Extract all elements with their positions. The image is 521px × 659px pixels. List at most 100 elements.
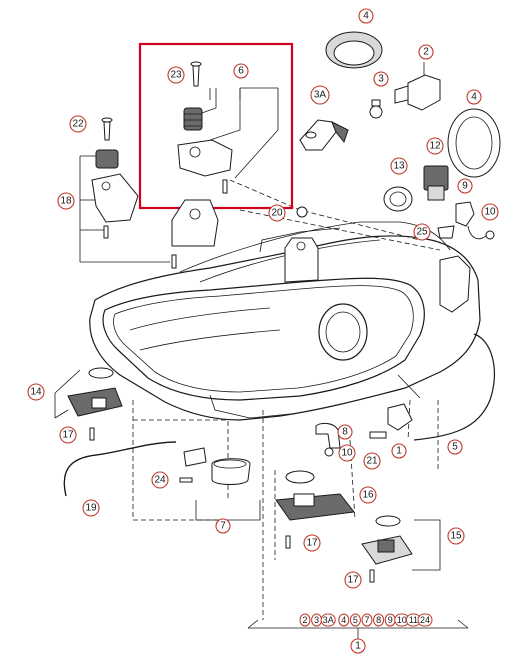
center-bracket	[171, 199, 219, 269]
callout-22: 22	[69, 115, 87, 133]
part-20-screw	[296, 206, 308, 218]
svg-text:24: 24	[154, 475, 166, 486]
svg-text:17: 17	[62, 430, 74, 441]
callout-19: 19	[82, 499, 100, 517]
assembly-item-label: 5	[353, 615, 358, 625]
callout-9: 9	[457, 178, 473, 194]
callout-10-b: 10	[338, 444, 356, 462]
part-9-connector	[455, 201, 487, 240]
callout-17-a: 17	[59, 426, 77, 444]
part-14-module	[54, 367, 123, 441]
svg-text:2: 2	[423, 47, 429, 58]
callout-13: 13	[390, 157, 408, 175]
svg-text:10: 10	[341, 448, 353, 459]
part-12-igniter	[423, 165, 449, 201]
svg-text:10: 10	[484, 207, 496, 218]
callout-17-b: 17	[303, 534, 321, 552]
callout-8: 8	[337, 424, 353, 440]
svg-text:15: 15	[450, 531, 462, 542]
assembly-item-label: 7	[364, 615, 369, 625]
assembly-item-box	[338, 613, 350, 627]
assembly-item-box	[299, 613, 311, 627]
svg-text:12: 12	[429, 141, 441, 152]
assembly-item-label: 10	[397, 615, 407, 625]
svg-text:7: 7	[220, 521, 226, 532]
svg-text:1: 1	[396, 446, 402, 457]
svg-text:4: 4	[363, 11, 369, 22]
part-19-hose	[63, 441, 177, 497]
part-4-ring	[447, 108, 501, 178]
part-8-elbow	[315, 422, 341, 449]
svg-text:9: 9	[462, 181, 468, 192]
assembly-item-label: 24	[420, 615, 430, 625]
callout-14: 14	[27, 383, 45, 401]
svg-text:23: 23	[170, 70, 182, 81]
assembly-item-box	[361, 613, 373, 627]
headlight-housing	[89, 221, 481, 421]
part-7-housing	[183, 447, 261, 521]
callout-2: 2	[418, 44, 434, 60]
svg-text:21: 21	[366, 456, 378, 467]
callout-18: 18	[57, 192, 75, 210]
assembly-bracket	[247, 619, 469, 640]
assembly-item-label: 3	[314, 615, 319, 625]
callout-12: 12	[426, 137, 444, 155]
svg-text:22: 22	[72, 119, 84, 130]
part-25-screw	[437, 225, 455, 239]
svg-text:3A: 3A	[314, 90, 327, 101]
part-2-actuator	[394, 62, 441, 111]
svg-text:18: 18	[60, 196, 72, 207]
svg-text:25: 25	[416, 227, 428, 238]
assembly-item-box	[373, 613, 385, 627]
callout-4-right: 4	[466, 89, 482, 105]
callout-3a: 3A	[310, 85, 330, 105]
callout-24: 24	[151, 471, 169, 489]
callout-20: 20	[268, 204, 286, 222]
callout-1-main: 1	[350, 638, 366, 654]
callout-6: 6	[233, 63, 249, 79]
callout-16: 16	[359, 486, 377, 504]
assembly-item-box	[417, 613, 433, 627]
part-3-bulb	[369, 99, 383, 119]
svg-text:20: 20	[271, 208, 283, 219]
callout-1: 1	[391, 443, 407, 459]
part-18-bracket	[79, 149, 170, 263]
assembly-item-label: 3A	[323, 615, 334, 625]
svg-text:16: 16	[362, 490, 374, 501]
svg-text:5: 5	[452, 442, 458, 453]
callout-4-top: 4	[358, 8, 374, 24]
svg-text:17: 17	[347, 575, 359, 586]
part-5-cable	[413, 333, 495, 441]
part-6-bracket	[177, 61, 279, 194]
part-15-module	[361, 515, 441, 583]
svg-text:1: 1	[355, 641, 361, 652]
callout-5: 5	[447, 439, 463, 455]
callout-17-c: 17	[344, 571, 362, 589]
assembly-item-box	[349, 613, 361, 627]
part-10-small	[324, 447, 334, 457]
assembly-item-label: 2	[302, 615, 307, 625]
svg-text:19: 19	[85, 503, 97, 514]
svg-text:8: 8	[342, 427, 348, 438]
part-3a-bulb	[299, 119, 349, 151]
assembly-item-label: 8	[376, 615, 381, 625]
part-22-screw	[101, 117, 113, 141]
part-16-module	[275, 470, 355, 549]
part-21-screw	[369, 431, 387, 439]
part-1-clip	[387, 403, 413, 431]
part-10-grommet	[485, 230, 495, 240]
callout-25: 25	[413, 223, 431, 241]
svg-text:17: 17	[306, 538, 318, 549]
svg-text:4: 4	[471, 92, 477, 103]
callout-10-a: 10	[481, 203, 499, 221]
part-4-cap	[325, 31, 383, 69]
callout-7: 7	[215, 518, 231, 534]
assembly-item-label: 11	[409, 615, 418, 625]
assembly-item-box	[320, 613, 336, 627]
assembly-item-label: 4	[341, 615, 346, 625]
callout-23: 23	[167, 66, 185, 84]
callout-21: 21	[363, 452, 381, 470]
svg-text:14: 14	[30, 387, 42, 398]
callout-3: 3	[373, 71, 389, 87]
